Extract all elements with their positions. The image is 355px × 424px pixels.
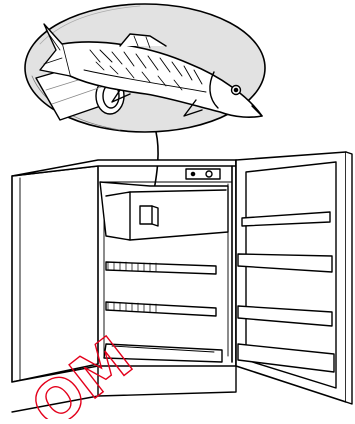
crisper-drawer <box>103 343 223 363</box>
door-shelf-2 <box>237 253 333 273</box>
fridge-base <box>11 365 237 413</box>
door-shelf-4 <box>237 343 335 373</box>
freezer-compartment <box>99 181 229 241</box>
shelf-2 <box>105 301 217 317</box>
door-shelf-3 <box>237 305 333 327</box>
shelf-1 <box>105 261 217 275</box>
door-shelf-1 <box>241 211 331 227</box>
fish <box>39 23 263 118</box>
fridge-cabinet <box>11 159 237 383</box>
